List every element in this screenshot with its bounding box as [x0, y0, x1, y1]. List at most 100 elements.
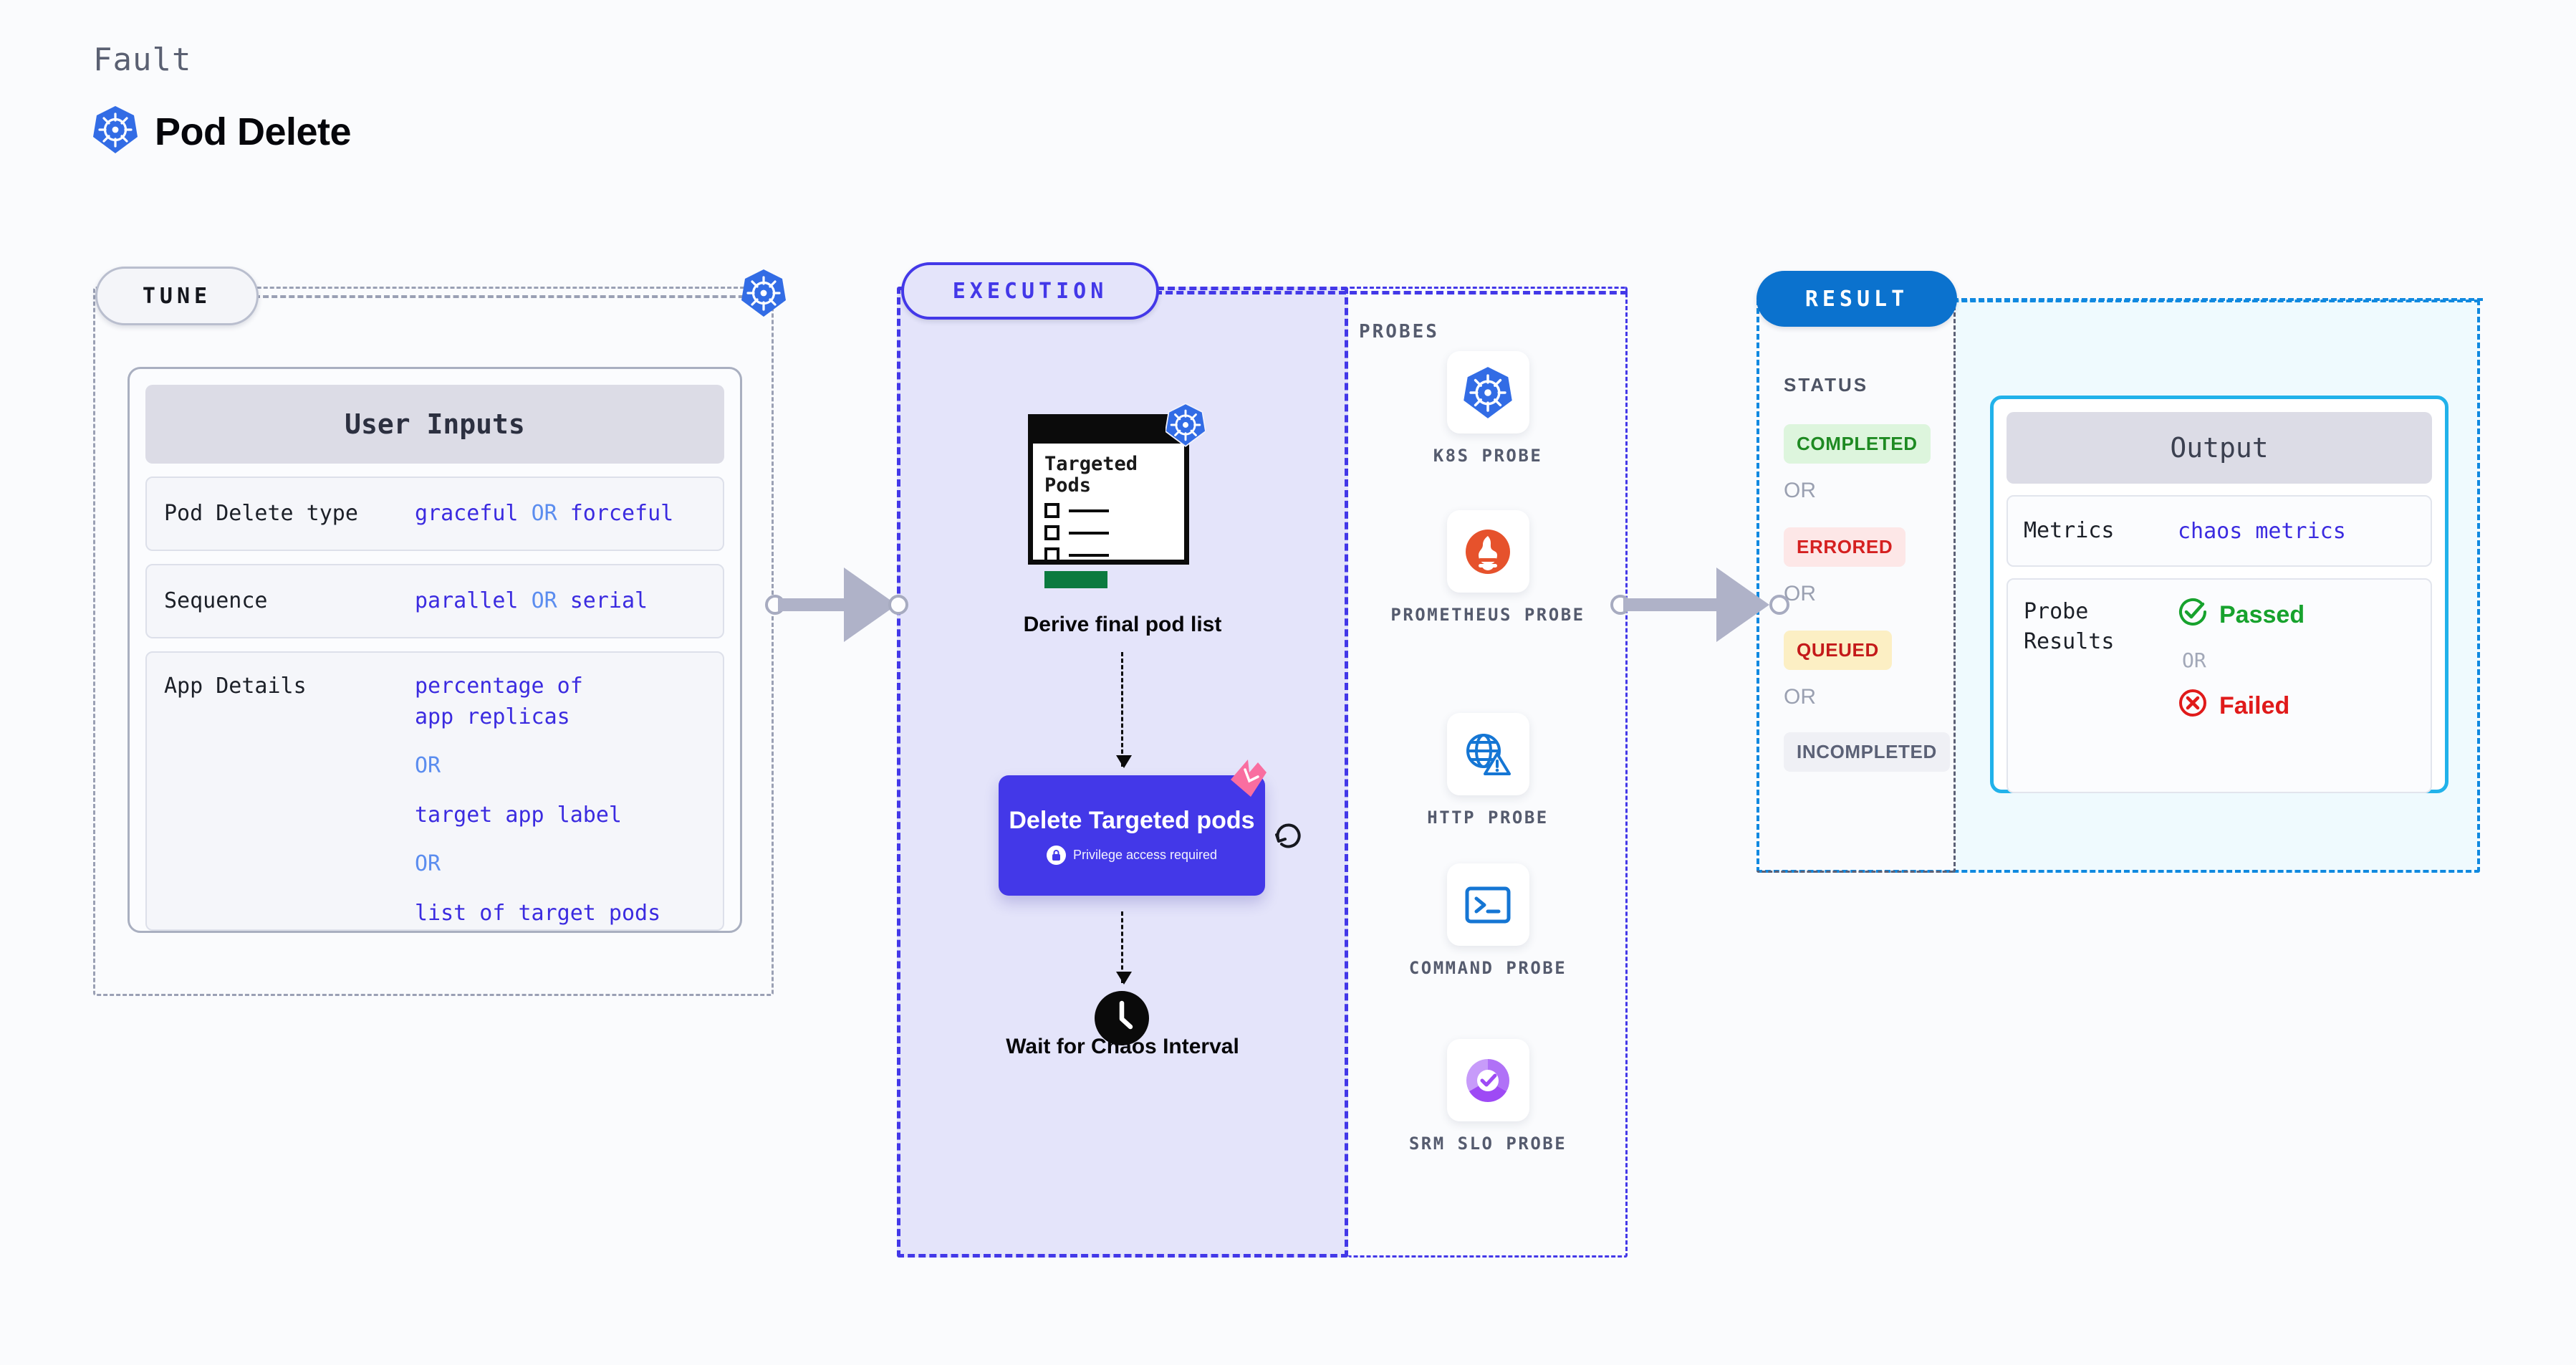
connector-execution-to-result: [1610, 567, 1789, 642]
lock-icon: [1046, 845, 1066, 865]
refresh-loop-icon[interactable]: [1272, 817, 1304, 853]
privilege-note: Privilege access required: [1046, 845, 1218, 865]
input-row-sequence[interactable]: Sequence parallel OR serial: [145, 564, 724, 638]
delete-node-title: Delete Targeted pods: [1009, 807, 1255, 835]
option-graceful: graceful: [415, 500, 519, 526]
status-badge-errored: ERRORED: [1784, 527, 1906, 567]
output-key: Metrics: [2024, 518, 2115, 543]
progress-bar: [1044, 571, 1107, 589]
execution-connector-dash: [1155, 291, 1628, 294]
list-item: [1044, 525, 1173, 541]
input-row-app-details[interactable]: App Details percentage of app replicas O…: [145, 651, 724, 931]
option-separator: OR: [415, 753, 441, 779]
prometheus-flame-icon: [1446, 510, 1529, 593]
checkbox-icon: [1044, 503, 1059, 519]
targeted-pods-card: Targeted Pods: [1028, 414, 1189, 589]
x-circle-icon: [2178, 688, 2208, 724]
probe-label: SRM SLO PROBE: [1408, 1134, 1567, 1154]
tune-section-pill[interactable]: TUNE: [95, 267, 259, 325]
clock-icon: [1094, 990, 1150, 1050]
output-key: Probe Results: [2024, 599, 2115, 654]
result-section-pill[interactable]: RESULT: [1756, 271, 1957, 327]
slo-donut-check-icon: [1446, 1039, 1529, 1121]
probe-srm-slo[interactable]: SRM SLO PROBE: [1348, 1039, 1628, 1156]
probes-heading: PROBES: [1359, 321, 1439, 343]
privilege-note-text: Privilege access required: [1072, 847, 1218, 862]
input-value: parallel OR serial: [415, 586, 648, 617]
connector-arrowhead: [844, 567, 897, 642]
input-value: graceful OR forceful: [415, 499, 673, 530]
input-value: percentage of app replicas OR target app…: [415, 671, 660, 929]
probe-http[interactable]: HTTP PROBE: [1348, 713, 1628, 830]
result-connector-dash: [1953, 298, 2483, 301]
delete-targeted-pods-node[interactable]: Delete Targeted pods Privilege access re…: [999, 775, 1265, 896]
option-list-target-pods: list of target pods: [415, 900, 661, 926]
check-circle-icon: [2178, 597, 2208, 633]
output-card: Output Metrics chaos metrics Probe Resul…: [1990, 396, 2448, 793]
input-key: Sequence: [164, 588, 268, 613]
connector-shaft: [1623, 598, 1731, 611]
probe-results-values: Passed OR Failed: [2178, 597, 2305, 724]
output-row-probe-results[interactable]: Probe Results Passed OR: [2007, 578, 2432, 793]
connector-tune-to-execution: [765, 567, 908, 642]
option-separator: OR: [415, 851, 441, 877]
kubernetes-icon: [1446, 351, 1529, 434]
probe-result-separator: OR: [2182, 648, 2206, 672]
status-badge-incompleted: INCOMPLETED: [1784, 732, 1950, 772]
status-separator: OR: [1784, 479, 1816, 502]
list-item-rule: [1069, 509, 1109, 512]
checkbox-icon: [1044, 525, 1059, 541]
option-forceful: forceful: [569, 500, 674, 526]
connector-shaft: [778, 598, 864, 611]
input-key: Pod Delete type: [164, 500, 358, 526]
probe-k8s[interactable]: K8S PROBE: [1348, 351, 1628, 468]
checkbox-icon: [1044, 547, 1059, 563]
probe-label: PROMETHEUS PROBE: [1390, 605, 1585, 625]
probe-failed-label: Failed: [2219, 691, 2290, 719]
flow-arrow-derive-to-delete: [1116, 652, 1132, 768]
probe-label: HTTP PROBE: [1427, 808, 1549, 828]
flow-arrow-delete-to-wait: [1116, 911, 1132, 985]
list-item-rule: [1069, 531, 1109, 535]
connector-arrowhead: [1716, 567, 1769, 642]
fault-eyebrow-label: Fault: [93, 42, 192, 78]
kubernetes-icon: [93, 105, 138, 158]
chaos-ribbon-icon: [1229, 758, 1269, 802]
list-item: [1044, 503, 1173, 519]
option-separator: OR: [531, 500, 557, 526]
kubernetes-icon: [1165, 403, 1206, 451]
output-value: chaos metrics: [2178, 518, 2346, 544]
tune-region: [93, 287, 774, 996]
probe-result-failed: Failed: [2178, 688, 2305, 724]
card-titlebar: [1033, 419, 1184, 444]
probe-prometheus[interactable]: PROMETHEUS PROBE: [1348, 510, 1628, 627]
output-header: Output: [2007, 412, 2432, 484]
page-header: Fault Pod Delete: [93, 42, 352, 158]
option-percentage-replicas: percentage of app replicas: [415, 674, 583, 729]
output-row-metrics[interactable]: Metrics chaos metrics: [2007, 495, 2432, 567]
probe-label: K8S PROBE: [1433, 446, 1543, 466]
targeted-pods-heading: Targeted Pods: [1044, 453, 1138, 497]
user-inputs-header: User Inputs: [145, 385, 724, 464]
card-body: Targeted Pods: [1033, 444, 1184, 589]
list-item-rule: [1069, 553, 1109, 557]
probe-command[interactable]: COMMAND PROBE: [1348, 863, 1628, 980]
probes-region: [1348, 287, 1628, 1258]
probe-result-passed: Passed: [2178, 597, 2305, 633]
option-target-app-label: target app label: [415, 802, 622, 828]
status-badge-queued: QUEUED: [1784, 631, 1892, 670]
terminal-icon: [1446, 863, 1529, 946]
status-separator: OR: [1784, 685, 1816, 709]
page-title: Pod Delete: [155, 110, 352, 153]
execution-section-pill[interactable]: EXECUTION: [901, 262, 1159, 320]
option-separator: OR: [531, 588, 557, 613]
probe-passed-label: Passed: [2219, 600, 2305, 628]
option-parallel: parallel: [415, 588, 519, 613]
input-key: App Details: [164, 674, 307, 699]
option-serial: serial: [569, 588, 648, 613]
tune-connector-dash: [254, 295, 770, 298]
list-item: [1044, 547, 1173, 563]
input-row-pod-delete-type[interactable]: Pod Delete type graceful OR forceful: [145, 476, 724, 551]
connector-end-dot: [1769, 595, 1789, 615]
derive-final-pod-list-label: Derive final pod list: [1023, 613, 1222, 636]
